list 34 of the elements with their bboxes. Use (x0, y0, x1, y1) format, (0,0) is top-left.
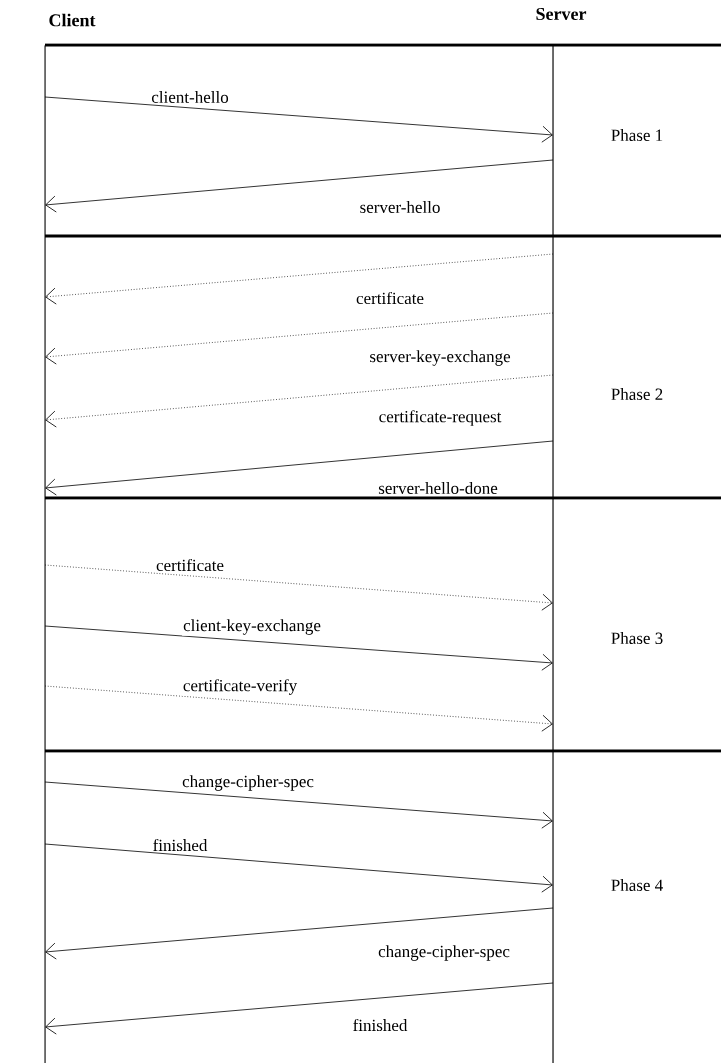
phase-label: Phase 2 (611, 388, 663, 400)
edge-label: finished (351, 1017, 409, 1033)
edge-label: certificate (355, 290, 425, 306)
edge-label: change-cipher-spec (181, 774, 315, 792)
phase-label: Phase 4 (611, 879, 663, 891)
edge-label: finished (151, 837, 209, 853)
edge-label: change-cipher-spec (377, 944, 511, 962)
arrow (44, 564, 553, 611)
edge-label: certificate (155, 557, 225, 573)
edge-label: certificate-request (377, 409, 503, 427)
node-label: Server (536, 7, 587, 21)
arrow (45, 982, 554, 1035)
arrow (44, 685, 553, 732)
arrow (45, 907, 554, 960)
lifeline: Client (44, 13, 96, 1063)
arrow (45, 253, 554, 305)
edge-label: client-hello (150, 90, 230, 104)
arrow (45, 440, 554, 496)
arrow (44, 843, 553, 893)
lifeline: Server (536, 7, 587, 1063)
arrow (44, 96, 553, 143)
arrow (45, 159, 554, 213)
phase-label: Phase 3 (611, 632, 663, 644)
arrow (44, 781, 553, 829)
arrow (45, 312, 554, 365)
arrow (44, 625, 553, 671)
phase-label: Phase 1 (611, 129, 663, 141)
edge-label: client-key-exchange (182, 618, 322, 636)
edge-label: server-hello (358, 200, 442, 214)
node-label: Client (49, 13, 96, 27)
edge-label: server-hello-done (377, 481, 499, 495)
edge-label: server-key-exchange (368, 349, 512, 367)
arrow (45, 374, 554, 428)
edge-label: certificate-verify (181, 678, 299, 696)
